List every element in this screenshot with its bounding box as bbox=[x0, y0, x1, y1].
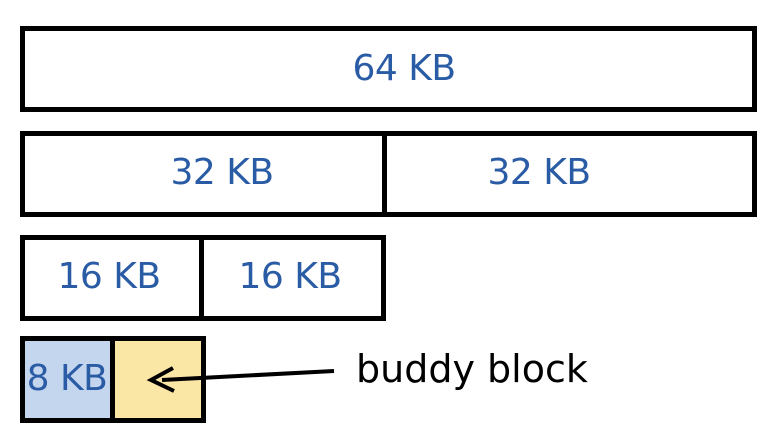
block-32kb-divider bbox=[382, 131, 387, 217]
block-64kb-label: 64 KB bbox=[352, 48, 456, 89]
block-32kb-left-label: 32 KB bbox=[170, 152, 274, 193]
block-32kb-row bbox=[20, 131, 757, 217]
arrow-head bbox=[146, 366, 175, 393]
block-16kb-divider bbox=[199, 235, 204, 321]
block-16kb-right-label: 16 KB bbox=[238, 256, 342, 297]
block-32kb-right-label: 32 KB bbox=[487, 152, 591, 193]
buddy-block-annotation: buddy block bbox=[356, 347, 588, 391]
arrow-shaft bbox=[161, 369, 335, 382]
block-16kb-left-label: 16 KB bbox=[57, 256, 161, 297]
block-8kb-label: 8 KB bbox=[26, 358, 108, 399]
block-64kb bbox=[20, 26, 757, 112]
